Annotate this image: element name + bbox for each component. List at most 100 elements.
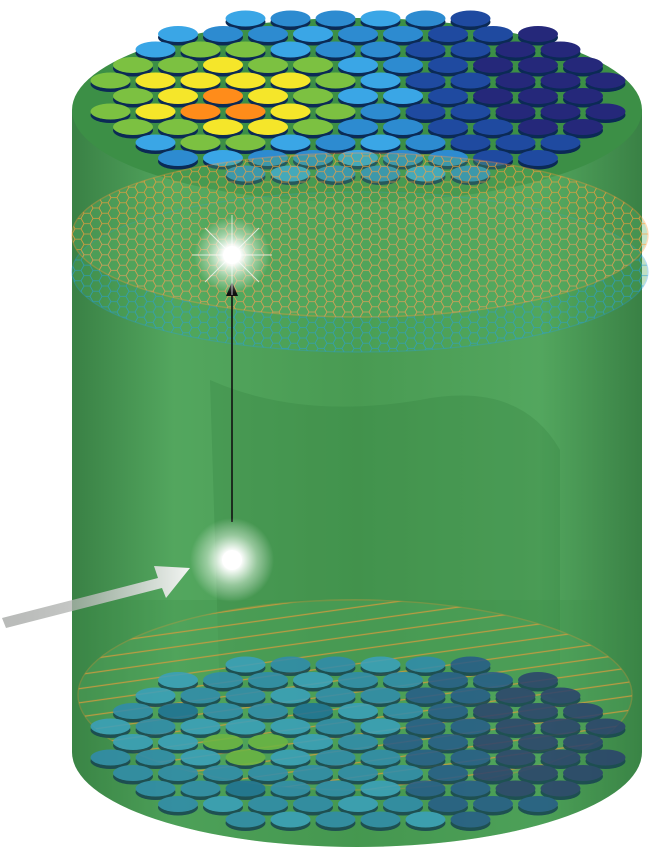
sensor-cell xyxy=(225,656,266,673)
sensor-cell xyxy=(270,780,311,797)
sensor-cell xyxy=(180,749,221,766)
sensor-cell xyxy=(158,765,198,781)
sensor-cell xyxy=(158,88,198,104)
sensor-cell xyxy=(428,703,468,719)
sensor-cell xyxy=(473,765,513,781)
sensor-cell xyxy=(338,703,378,719)
sensor-cell xyxy=(180,103,221,120)
sensor-cell xyxy=(360,10,401,27)
sensor-cell xyxy=(518,765,558,781)
sensor-cell xyxy=(225,718,266,735)
sensor-cell xyxy=(383,672,423,688)
sensor-cell xyxy=(113,703,153,719)
sensor-cell xyxy=(135,749,176,766)
sensor-cell xyxy=(585,718,626,735)
sensor-cell xyxy=(135,780,176,797)
sensor-cell xyxy=(540,103,581,120)
sensor-cell xyxy=(450,10,491,27)
sensor-cell xyxy=(360,103,401,120)
sensor-cell xyxy=(450,811,491,828)
sensor-cell xyxy=(180,780,221,797)
light-flash-icon xyxy=(192,215,272,295)
sensor-cell xyxy=(405,10,446,27)
sensor-cell xyxy=(293,26,333,42)
sensor-cell xyxy=(158,150,198,166)
sensor-cell xyxy=(383,26,423,42)
sensor-cell xyxy=(495,72,536,89)
sensor-cell xyxy=(90,749,131,766)
sensor-cell xyxy=(495,780,536,797)
sensor-cell xyxy=(405,656,446,673)
sensor-cell xyxy=(135,72,176,89)
sensor-cell xyxy=(563,703,603,719)
sensor-cell xyxy=(495,41,536,58)
top-sensor-array xyxy=(90,10,626,185)
sensor-cell xyxy=(563,734,603,750)
sensor-cell xyxy=(428,119,468,135)
sensor-cell xyxy=(518,150,558,166)
sensor-cell xyxy=(518,672,558,688)
sensor-cell xyxy=(158,734,198,750)
sensor-cell xyxy=(428,88,468,104)
sensor-cell xyxy=(315,687,356,704)
sensor-cell xyxy=(428,765,468,781)
sensor-cell xyxy=(270,10,311,27)
sensor-cell xyxy=(180,687,221,704)
sensor-cell xyxy=(405,718,446,735)
sensor-cell xyxy=(540,780,581,797)
sensor-cell xyxy=(383,88,423,104)
sensor-cell xyxy=(428,734,468,750)
sensor-cell xyxy=(315,811,356,828)
sensor-cell xyxy=(518,119,558,135)
sensor-cell xyxy=(518,88,558,104)
sensor-cell xyxy=(405,780,446,797)
sensor-cell xyxy=(270,656,311,673)
sensor-cell xyxy=(293,672,333,688)
sensor-cell xyxy=(135,687,176,704)
sensor-cell xyxy=(338,88,378,104)
sensor-cell xyxy=(158,703,198,719)
sensor-cell xyxy=(270,687,311,704)
sensor-cell xyxy=(293,796,333,812)
sensor-cell xyxy=(315,656,356,673)
sensor-cell xyxy=(248,26,288,42)
sensor-cell xyxy=(203,26,243,42)
sensor-cell xyxy=(315,103,356,120)
sensor-cell xyxy=(360,749,401,766)
sensor-cell xyxy=(293,119,333,135)
sensor-cell xyxy=(248,734,288,750)
sensor-cell xyxy=(540,718,581,735)
sensor-cell xyxy=(248,765,288,781)
sensor-cell xyxy=(495,134,536,151)
sensor-cell xyxy=(248,672,288,688)
sensor-cell xyxy=(248,57,288,73)
sensor-cell xyxy=(473,703,513,719)
sensor-cell xyxy=(270,72,311,89)
sensor-cell xyxy=(203,765,243,781)
sensor-cell xyxy=(360,718,401,735)
sensor-cell xyxy=(113,734,153,750)
sensor-cell xyxy=(360,41,401,58)
sensor-cell xyxy=(585,103,626,120)
sensor-cell xyxy=(225,103,266,120)
sensor-cell xyxy=(225,749,266,766)
sensor-cell xyxy=(338,119,378,135)
sensor-cell xyxy=(203,703,243,719)
sensor-cell xyxy=(428,26,468,42)
sensor-cell xyxy=(203,88,243,104)
sensor-cell xyxy=(563,119,603,135)
sensor-cell xyxy=(563,88,603,104)
sensor-cell xyxy=(540,749,581,766)
sensor-cell xyxy=(203,734,243,750)
sensor-cell xyxy=(225,134,266,151)
sensor-cell xyxy=(90,103,131,120)
sensor-cell xyxy=(495,687,536,704)
sensor-cell xyxy=(90,72,131,89)
sensor-cell xyxy=(293,88,333,104)
sensor-cell xyxy=(428,57,468,73)
sensor-cell xyxy=(225,687,266,704)
sensor-cell xyxy=(540,72,581,89)
sensor-cell xyxy=(473,672,513,688)
sensor-cell xyxy=(405,72,446,89)
sensor-cell xyxy=(315,718,356,735)
